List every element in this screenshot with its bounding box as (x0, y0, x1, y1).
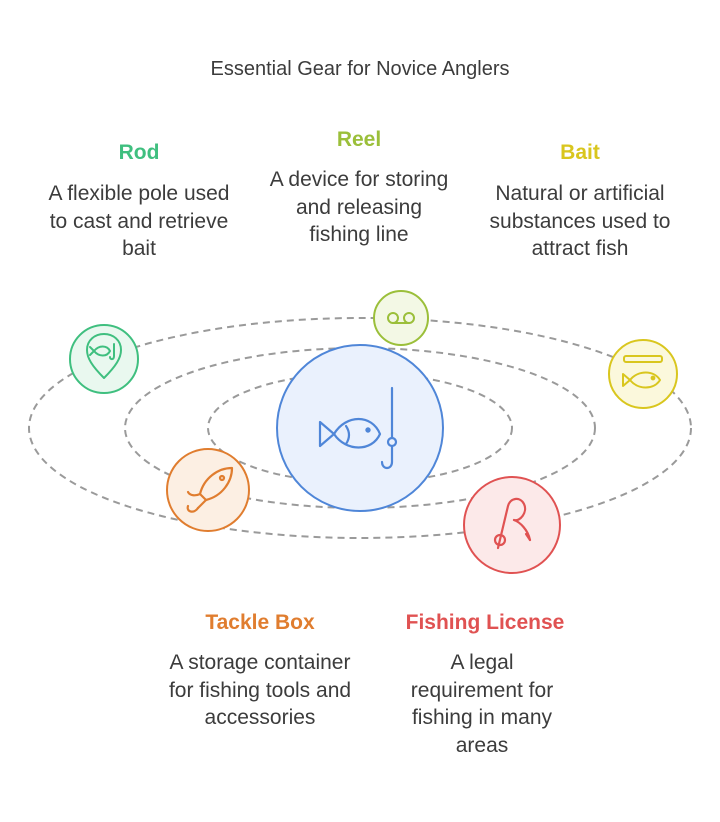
bait-description: Natural or artificial substances used to… (489, 182, 671, 260)
tackle-box-description: A storage container for fishing tools an… (168, 651, 352, 729)
center-node (276, 344, 444, 512)
reel-icon (387, 312, 415, 324)
diagram-title: Essential Gear for Novice Anglers (210, 58, 510, 80)
rod-description: A flexible pole used to cast and retriev… (48, 182, 230, 260)
rod-node (69, 324, 139, 394)
middle-orbit (124, 347, 596, 509)
fish-location-pin-icon (86, 333, 122, 379)
fishing-license-node (463, 476, 561, 574)
rod-title: Rod (118, 141, 160, 164)
tackle-box-title: Tackle Box (205, 611, 315, 634)
tackle-box-node (166, 448, 250, 532)
fish-hook-icon (318, 386, 398, 470)
outer-orbit (28, 317, 692, 539)
reel-title: Reel (336, 128, 382, 151)
reel-node (373, 290, 429, 346)
reel-description: A device for storing and releasing fishi… (269, 168, 449, 246)
bait-node (608, 339, 678, 409)
fishing-rod-icon (493, 497, 532, 550)
fish-bait-icon (622, 355, 663, 389)
bait-title: Bait (560, 141, 600, 164)
fish-hook-lure-icon (186, 466, 234, 513)
fishing-license-description: A legal requirement for fishing in many … (410, 651, 554, 757)
fishing-license-title: Fishing License (405, 611, 565, 634)
